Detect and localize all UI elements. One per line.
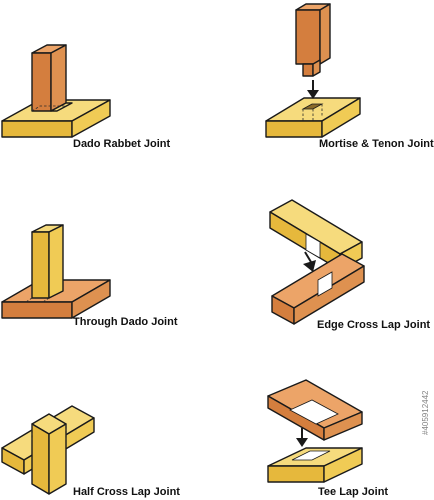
joint-label-mortise-tenon: Mortise & Tenon Joint <box>319 138 434 150</box>
tee-lap-illustration <box>267 379 363 483</box>
joint-label-through-dado: Through Dado Joint <box>73 316 178 328</box>
joint-label-edge-cross-lap: Edge Cross Lap Joint <box>317 319 430 331</box>
mortise-tenon-illustration <box>265 3 361 138</box>
stock-id-watermark: #405912442 <box>421 390 430 435</box>
through-dado-illustration <box>1 224 111 319</box>
arrow-down-icon <box>303 251 316 272</box>
dado-rabbet-illustration <box>1 44 111 138</box>
joint-label-tee-lap: Tee Lap Joint <box>318 486 388 498</box>
joint-label-half-cross-lap: Half Cross Lap Joint <box>73 486 180 498</box>
arrow-down-icon <box>296 428 308 447</box>
joint-label-dado-rabbet: Dado Rabbet Joint <box>73 138 171 150</box>
edge-cross-lap-illustration <box>269 199 365 325</box>
arrow-down-icon <box>307 80 319 99</box>
half-cross-lap-illustration <box>1 405 95 495</box>
